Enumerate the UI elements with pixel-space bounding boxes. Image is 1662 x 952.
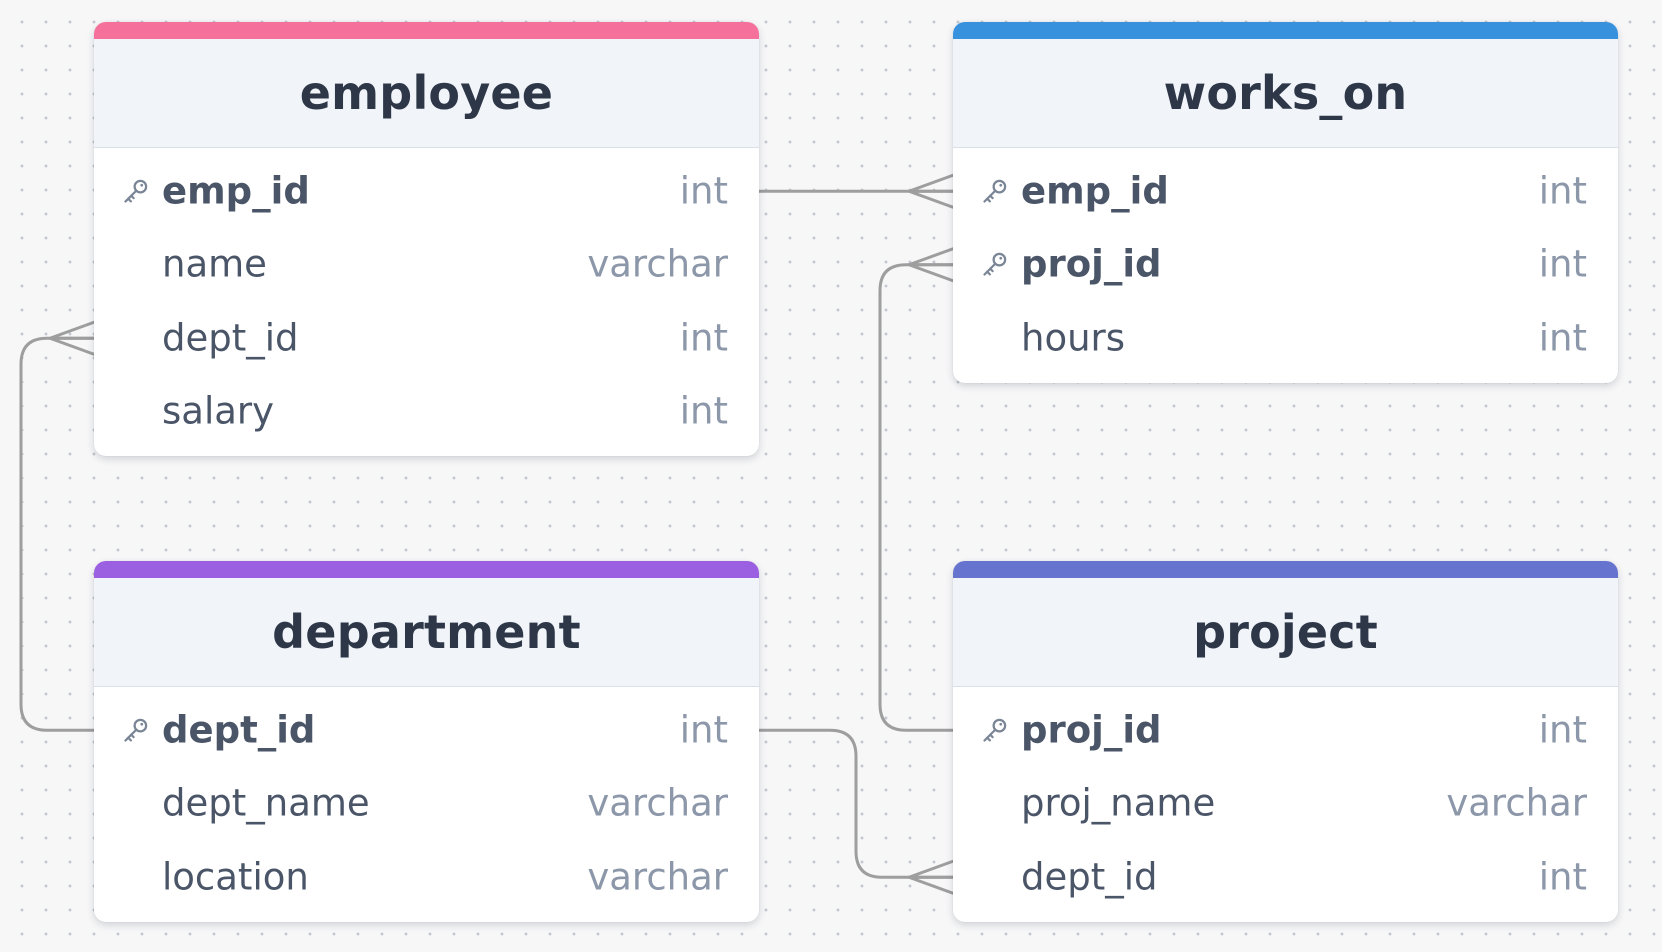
- column-name: dept_name: [162, 781, 370, 825]
- primary-key-icon: [980, 176, 1010, 206]
- table-accent-bar: [94, 22, 759, 39]
- table-accent-bar: [94, 561, 759, 578]
- column-type: int: [1538, 169, 1587, 213]
- column-name: dept_id: [1021, 855, 1158, 899]
- primary-key-icon: [121, 715, 151, 745]
- column-name: proj_name: [1021, 781, 1216, 825]
- table-header[interactable]: department: [94, 578, 759, 687]
- column-name: proj_id: [1021, 242, 1162, 286]
- column-name: salary: [162, 389, 275, 433]
- column-name: dept_id: [162, 316, 299, 360]
- column-row[interactable]: dept_id int: [94, 301, 759, 375]
- column-name: name: [162, 242, 267, 286]
- table-header[interactable]: employee: [94, 39, 759, 148]
- crows-foot-marker: [907, 247, 955, 283]
- column-type: varchar: [1446, 781, 1587, 825]
- column-type: varchar: [587, 781, 728, 825]
- column-type: int: [679, 316, 728, 360]
- column-type: varchar: [587, 242, 728, 286]
- column-type: int: [679, 389, 728, 433]
- crows-foot-marker: [907, 859, 955, 895]
- column-name: proj_id: [1021, 708, 1162, 752]
- table-title: department: [272, 605, 581, 659]
- table-title: project: [1193, 605, 1378, 659]
- relationship-line-dept-employee: [19, 336, 96, 732]
- table-header[interactable]: project: [953, 578, 1618, 687]
- relationship-line-project-works-on: [878, 263, 955, 732]
- column-type: varchar: [587, 855, 728, 899]
- column-row[interactable]: salary int: [94, 375, 759, 449]
- table-accent-bar: [953, 22, 1618, 39]
- column-row[interactable]: dept_id int: [953, 840, 1618, 914]
- column-type: int: [1538, 242, 1587, 286]
- column-name: hours: [1021, 316, 1126, 360]
- column-row[interactable]: dept_name varchar: [94, 767, 759, 841]
- column-name: emp_id: [1021, 169, 1169, 213]
- column-row[interactable]: location varchar: [94, 840, 759, 914]
- table-title: employee: [299, 66, 554, 120]
- column-type: int: [1538, 708, 1587, 752]
- crows-foot-marker: [907, 173, 955, 209]
- column-type: int: [1538, 316, 1587, 360]
- column-name: emp_id: [162, 169, 310, 213]
- column-type: int: [679, 169, 728, 213]
- primary-key-icon: [980, 249, 1010, 279]
- primary-key-icon: [980, 715, 1010, 745]
- column-row[interactable]: name varchar: [94, 228, 759, 302]
- column-type: int: [1538, 855, 1587, 899]
- table-title: works_on: [1163, 66, 1408, 120]
- table-accent-bar: [953, 561, 1618, 578]
- column-row[interactable]: emp_id int: [94, 154, 759, 228]
- relationship-line-dept-project: [757, 728, 955, 879]
- column-row[interactable]: proj_id int: [953, 693, 1618, 767]
- crows-foot-marker: [48, 320, 96, 356]
- column-row[interactable]: emp_id int: [953, 154, 1618, 228]
- table-header[interactable]: works_on: [953, 39, 1618, 148]
- column-row[interactable]: dept_id int: [94, 693, 759, 767]
- column-row[interactable]: hours int: [953, 301, 1618, 375]
- primary-key-icon: [121, 176, 151, 206]
- column-name: location: [162, 855, 309, 899]
- column-type: int: [679, 708, 728, 752]
- column-name: dept_id: [162, 708, 316, 752]
- column-row[interactable]: proj_id int: [953, 228, 1618, 302]
- column-row[interactable]: proj_name varchar: [953, 767, 1618, 841]
